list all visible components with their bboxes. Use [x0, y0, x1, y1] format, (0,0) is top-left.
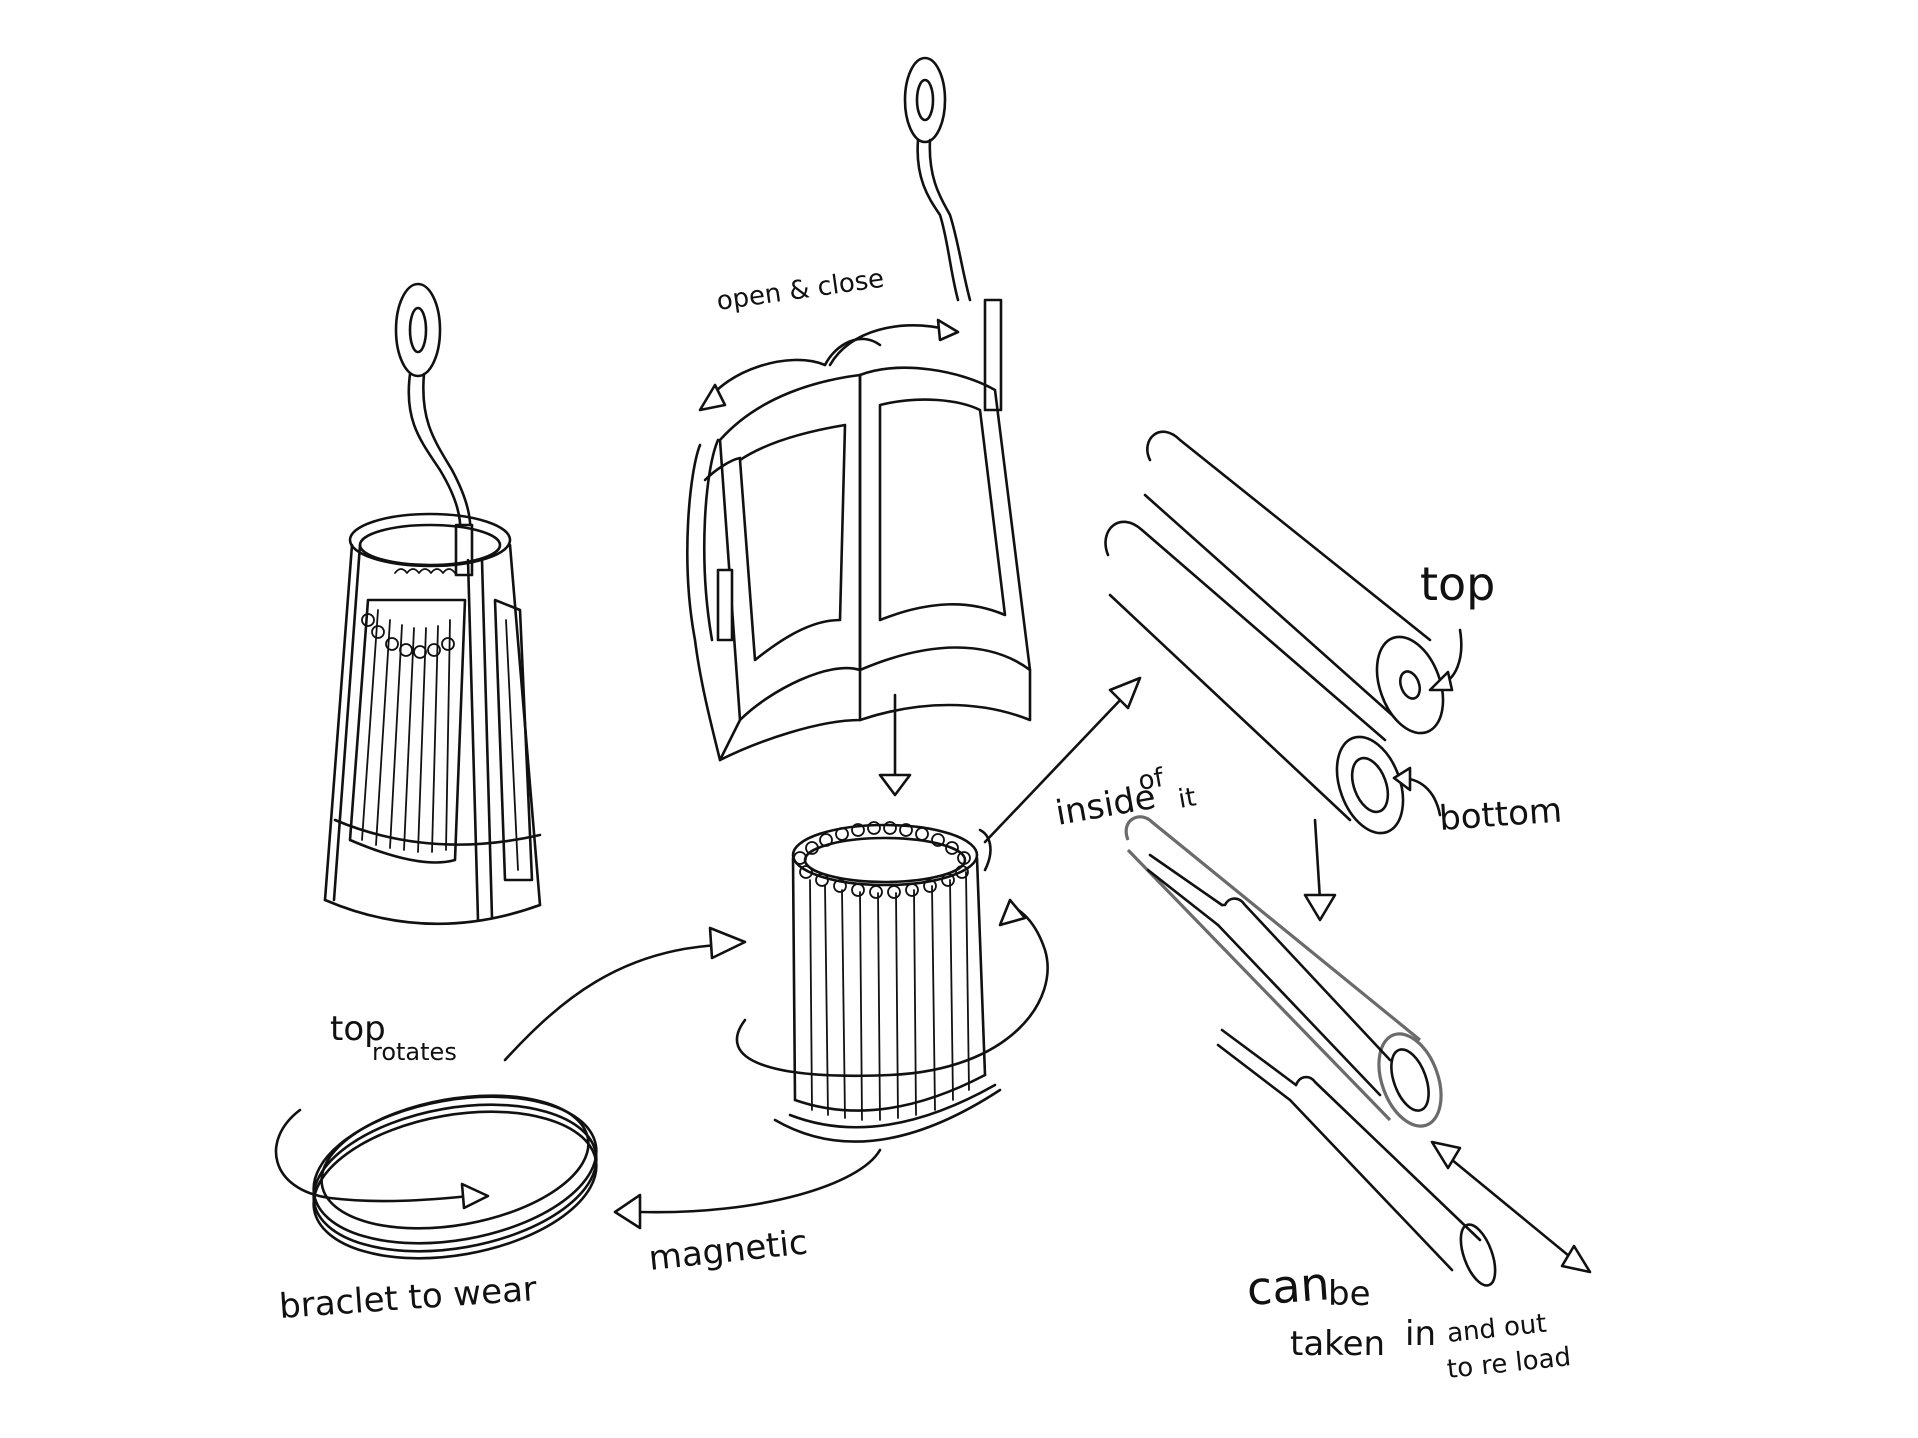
it-label: it — [1176, 782, 1198, 815]
tube-pair-drawing: top bottom — [1106, 432, 1564, 843]
bottom-label: bottom — [1438, 790, 1563, 838]
bracelet-label: braclet to wear — [278, 1269, 538, 1327]
in-label: in — [1405, 1314, 1436, 1354]
be-label: be — [1328, 1274, 1371, 1314]
of-label: of — [1136, 763, 1167, 797]
taken-label: taken — [1290, 1324, 1385, 1364]
reload-tube-drawing: can be taken in and out to re load — [1126, 817, 1590, 1385]
arrow-tubes-down — [1305, 820, 1335, 920]
can-label: can — [1245, 1256, 1331, 1316]
assembled-holder-drawing — [325, 284, 540, 924]
magnetic-annotation: magnetic — [615, 1150, 880, 1279]
open-shell-drawing: open & close — [687, 58, 1030, 760]
arrow-shell-to-core — [880, 695, 910, 795]
to-reload-label: to re load — [1446, 1342, 1573, 1385]
open-close-label: open & close — [715, 264, 886, 317]
bracelet-drawing: braclet to wear — [276, 1076, 608, 1327]
top-label: top — [1420, 557, 1495, 611]
top-rotates-annotation: top rotates — [330, 928, 745, 1066]
rotating-core-drawing — [737, 822, 1048, 1142]
and-out-label: and out — [1446, 1309, 1548, 1349]
magnetic-label: magnetic — [647, 1222, 810, 1278]
rotates-label: rotates — [372, 1038, 457, 1066]
